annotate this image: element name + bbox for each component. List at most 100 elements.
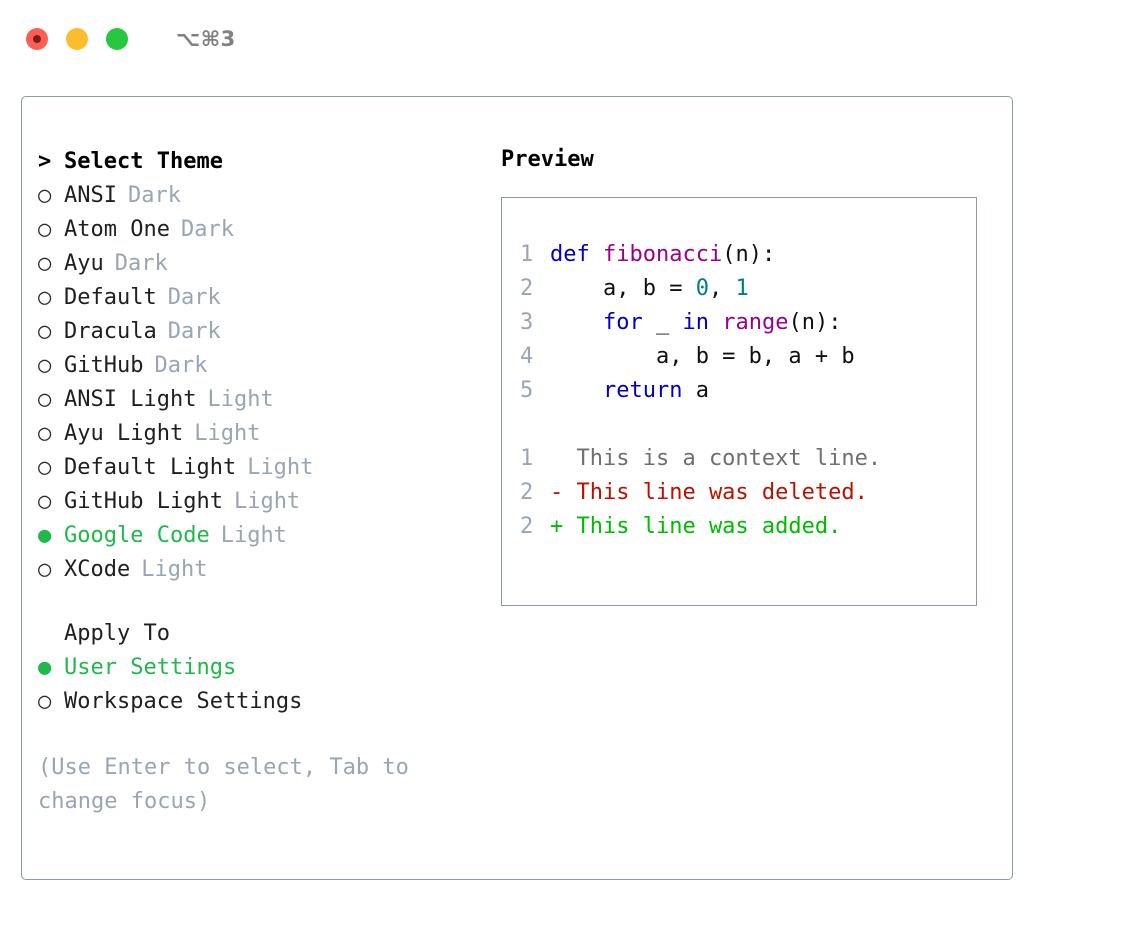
- code-token: a, b = b, a + b: [550, 344, 855, 369]
- line-number: 1: [520, 446, 534, 471]
- diff-line-added: 2+ This line was added.: [520, 510, 976, 544]
- radio-unselected-icon[interactable]: ○: [38, 689, 52, 714]
- apply-to-header: Apply To: [38, 617, 478, 651]
- code-line: 4 a, b = b, a + b: [520, 340, 976, 374]
- theme-name: Ayu Light: [64, 421, 184, 446]
- code-token: [550, 374, 603, 408]
- theme-category-tag: Light: [194, 421, 261, 446]
- code-token: def: [550, 242, 603, 267]
- close-button[interactable]: [26, 28, 48, 50]
- code-token: range: [722, 310, 789, 335]
- theme-name: ANSI Light: [64, 387, 197, 412]
- theme-name: Default Light: [64, 455, 237, 480]
- radio-unselected-icon[interactable]: ○: [38, 387, 52, 412]
- diff-line-deleted: 2 - This line was deleted.: [520, 476, 976, 510]
- theme-option-ayu-light[interactable]: ○ Ayu Light Light: [38, 417, 478, 451]
- apply-to-option-user-settings[interactable]: ● User Settings: [38, 651, 478, 685]
- select-theme-header: > Select Theme: [38, 145, 478, 179]
- radio-unselected-icon[interactable]: ○: [38, 251, 52, 276]
- radio-selected-icon[interactable]: ●: [38, 655, 52, 680]
- code-token: _: [642, 310, 683, 335]
- theme-category-tag: Light: [207, 387, 274, 412]
- code-token: 0: [695, 276, 709, 301]
- preview-pane: Preview 1 def fibonacci (n): 2 a, b = 0, 1…: [501, 145, 991, 606]
- theme-name: Ayu: [64, 251, 104, 276]
- title-bar: ⌥⌘3: [0, 0, 1140, 78]
- theme-name: Atom One: [64, 217, 170, 242]
- diff-line-context: 1 This is a context line.: [520, 442, 976, 476]
- line-number: 1: [520, 242, 534, 267]
- radio-unselected-icon[interactable]: ○: [38, 455, 52, 480]
- theme-option-ayu-dark[interactable]: ○ Ayu Dark: [38, 247, 478, 281]
- theme-category-tag: Light: [141, 557, 208, 582]
- line-number: 5: [520, 378, 534, 403]
- prompt-caret-icon: >: [38, 149, 52, 174]
- diff-text: - This line was deleted.: [550, 480, 868, 505]
- theme-option-google-code-light[interactable]: ● Google Code Light: [38, 519, 478, 553]
- theme-category-tag: Dark: [167, 285, 221, 310]
- keyboard-shortcut-label: ⌥⌘3: [176, 27, 236, 51]
- theme-option-ansi-light[interactable]: ○ ANSI Light Light: [38, 383, 478, 417]
- theme-option-default-light[interactable]: ○ Default Light Light: [38, 451, 478, 485]
- code-token: [550, 306, 603, 340]
- radio-unselected-icon[interactable]: ○: [38, 217, 52, 242]
- diff-text: This is a context line.: [550, 446, 882, 471]
- diff-text: + This line was added.: [550, 514, 842, 539]
- theme-option-ansi-dark[interactable]: ○ ANSI Dark: [38, 179, 478, 213]
- minimize-button[interactable]: [66, 28, 88, 50]
- code-token: [709, 306, 722, 340]
- code-line: 2 a, b = 0, 1: [520, 272, 976, 306]
- line-number: 2: [520, 276, 534, 301]
- theme-category-tag: Light: [220, 523, 287, 548]
- radio-unselected-icon[interactable]: ○: [38, 285, 52, 310]
- theme-category-tag: Dark: [127, 183, 181, 208]
- radio-selected-icon[interactable]: ●: [38, 523, 52, 548]
- radio-unselected-icon[interactable]: ○: [38, 183, 52, 208]
- radio-unselected-icon[interactable]: ○: [38, 489, 52, 514]
- maximize-button[interactable]: [106, 28, 128, 50]
- spacer-icon: [38, 617, 64, 651]
- preview-box: 1 def fibonacci (n): 2 a, b = 0, 1 3 for _…: [501, 197, 977, 606]
- preview-title: Preview: [501, 147, 594, 172]
- code-line: 3 for _ in range(n):: [520, 306, 976, 340]
- line-number: 3: [520, 310, 534, 335]
- code-token: a, b =: [550, 276, 696, 301]
- theme-category-tag: Dark: [167, 319, 221, 344]
- apply-to-label: User Settings: [64, 655, 237, 680]
- radio-unselected-icon[interactable]: ○: [38, 319, 52, 344]
- code-blank-line: [520, 408, 976, 442]
- line-number: 4: [520, 344, 534, 369]
- radio-unselected-icon[interactable]: ○: [38, 421, 52, 446]
- code-token: 1: [735, 276, 749, 301]
- radio-unselected-icon[interactable]: ○: [38, 353, 52, 378]
- code-token: fibonacci: [602, 242, 723, 267]
- apply-to-option-workspace-settings[interactable]: ○Workspace Settings: [38, 685, 478, 719]
- theme-category-tag: Dark: [114, 251, 168, 276]
- theme-category-tag: Light: [247, 455, 314, 480]
- line-number: 2: [520, 480, 534, 505]
- radio-unselected-icon[interactable]: ○: [38, 557, 52, 582]
- apply-to-title: Apply To: [64, 621, 170, 646]
- theme-category-tag: Dark: [154, 353, 208, 378]
- code-token: in: [682, 310, 709, 335]
- code-token: (n):: [788, 310, 842, 335]
- code-token: for: [602, 310, 643, 335]
- theme-name: GitHub Light: [64, 489, 223, 514]
- code-token: ,: [708, 276, 736, 301]
- keyboard-hint-text: (Use Enter to select, Tab to change focu…: [38, 755, 409, 814]
- theme-name: Google Code: [64, 523, 210, 548]
- theme-option-xcode-light[interactable]: ○ XCode Light: [38, 553, 478, 587]
- theme-name: XCode: [64, 557, 131, 582]
- theme-name: ANSI: [64, 183, 117, 208]
- select-theme-title: Select Theme: [64, 149, 223, 174]
- theme-name: GitHub: [64, 353, 144, 378]
- theme-option-github-dark[interactable]: ○ GitHub Dark: [38, 349, 478, 383]
